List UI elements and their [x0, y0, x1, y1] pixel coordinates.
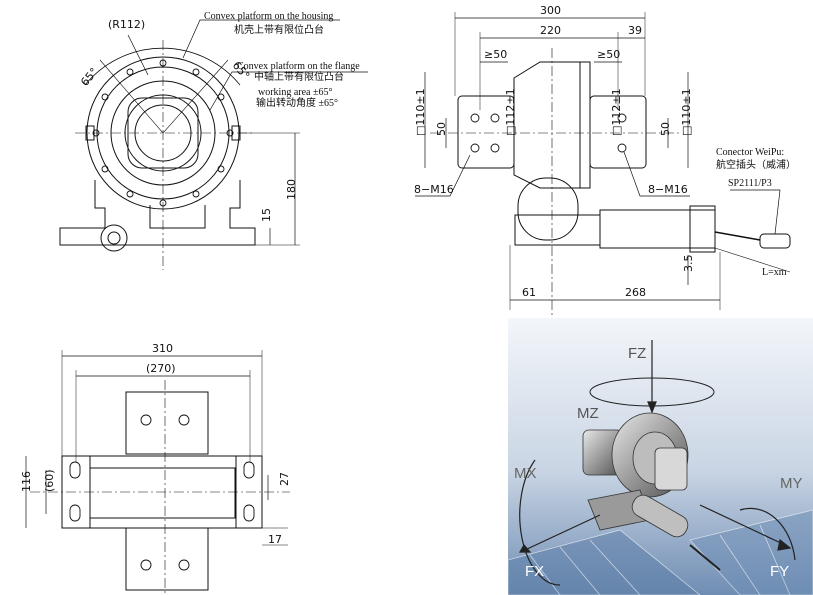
- angle-left-label: 65°: [78, 65, 100, 88]
- pedestal-rib: [149, 205, 206, 229]
- flange-note-leader: [209, 71, 368, 111]
- connector-model: SP2111/P3: [728, 178, 772, 189]
- label-my: MY: [780, 475, 803, 492]
- dim-268: 268: [625, 286, 646, 299]
- flange-note-cn: 中轴上带有限位凸台: [254, 70, 344, 83]
- dim-270: (270): [146, 362, 176, 375]
- fy-arrow: [699, 504, 786, 546]
- dim-sq110-left: □110±1: [414, 88, 427, 136]
- radius-leader: [127, 34, 149, 76]
- fx-arrow: [524, 514, 601, 551]
- flange-holes: [470, 113, 627, 153]
- top-view: [25, 350, 290, 595]
- housing-body: [513, 61, 581, 189]
- angle-leader-right: [162, 59, 229, 134]
- dim-sq112-right: □112±1: [610, 88, 623, 136]
- dim-50-right: 50: [659, 122, 672, 136]
- my-arc: [739, 507, 796, 561]
- bolt-leader-right: [623, 151, 690, 197]
- worm-motor: [517, 177, 579, 241]
- top-flange-lower: [125, 527, 209, 591]
- dim-61: 61: [522, 286, 536, 299]
- bolt-spec-right: 8−M16: [648, 183, 688, 196]
- connector-cn: 航空插头（威浦）: [716, 158, 796, 171]
- dim-50-left: 50: [435, 122, 448, 136]
- connector-face: [107, 231, 121, 245]
- pedestal: [59, 180, 256, 246]
- dim-180-label: 180: [285, 179, 298, 200]
- dim-sq110-right: □110±1: [680, 88, 693, 136]
- dim-300: 300: [540, 4, 561, 17]
- motor-body: [599, 209, 716, 249]
- side-base: [514, 214, 601, 246]
- dim-min50-left: ≥50: [484, 48, 507, 61]
- dim-sq112-left: □112±1: [504, 88, 517, 136]
- force-axes: [518, 340, 796, 586]
- top-flange-upper: [125, 391, 209, 455]
- label-fz: FZ: [628, 345, 646, 362]
- cable: [714, 231, 761, 241]
- dim-116: 116: [20, 471, 33, 492]
- front-view: [59, 19, 368, 270]
- angle-arc: [84, 47, 241, 86]
- dim-220: 220: [540, 24, 561, 37]
- dim-60: (60): [43, 469, 56, 492]
- dim-39: 39: [628, 24, 642, 37]
- top-holes: [69, 414, 255, 571]
- dim-17: 17: [268, 533, 282, 546]
- angle-leader-left: [99, 59, 164, 134]
- housing-note-en: Convex platform on the housing: [204, 11, 333, 22]
- cable-length-leader: [714, 247, 791, 273]
- mz-ring: [589, 377, 715, 407]
- radius-label: (R112): [108, 18, 145, 31]
- flange-note-en: Convex platform on the flange: [237, 61, 360, 72]
- bolt-spec-left: 8−M16: [414, 183, 454, 196]
- connector-plug: [759, 233, 791, 249]
- label-fy: FY: [770, 563, 789, 580]
- dim-min50-right: ≥50: [597, 48, 620, 61]
- connector-leader: [730, 189, 781, 235]
- solar-panels: [507, 509, 813, 595]
- motor-endcap: [689, 205, 716, 253]
- dim-27: 27: [278, 472, 291, 486]
- housing-note-cn: 机壳上带有限位凸台: [234, 23, 324, 36]
- label-fx: FX: [525, 563, 544, 580]
- connector-en: Conector WeiPu:: [716, 147, 784, 158]
- mx-arc: [519, 459, 561, 586]
- working-area-en: working area ±65°: [258, 87, 332, 98]
- top-drum: [89, 467, 236, 519]
- bolt-leader-left: [415, 154, 471, 197]
- render-3d: FZ MZ MX MY FX FY: [507, 318, 813, 595]
- drive-3d: [582, 412, 721, 571]
- housing-note-leader: [182, 19, 340, 59]
- working-area-cn: 输出转动角度 ±65°: [256, 96, 338, 109]
- dim-3-5: 3.5: [682, 255, 695, 273]
- label-mx: MX: [514, 465, 537, 482]
- dim-310: 310: [152, 342, 173, 355]
- housing-edge: [580, 61, 591, 189]
- label-mz: MZ: [577, 405, 599, 422]
- dim-15-label: 15: [260, 208, 273, 222]
- motor-end: [100, 224, 128, 252]
- cable-length-label: L=xm: [762, 267, 787, 278]
- side-view: [415, 12, 791, 315]
